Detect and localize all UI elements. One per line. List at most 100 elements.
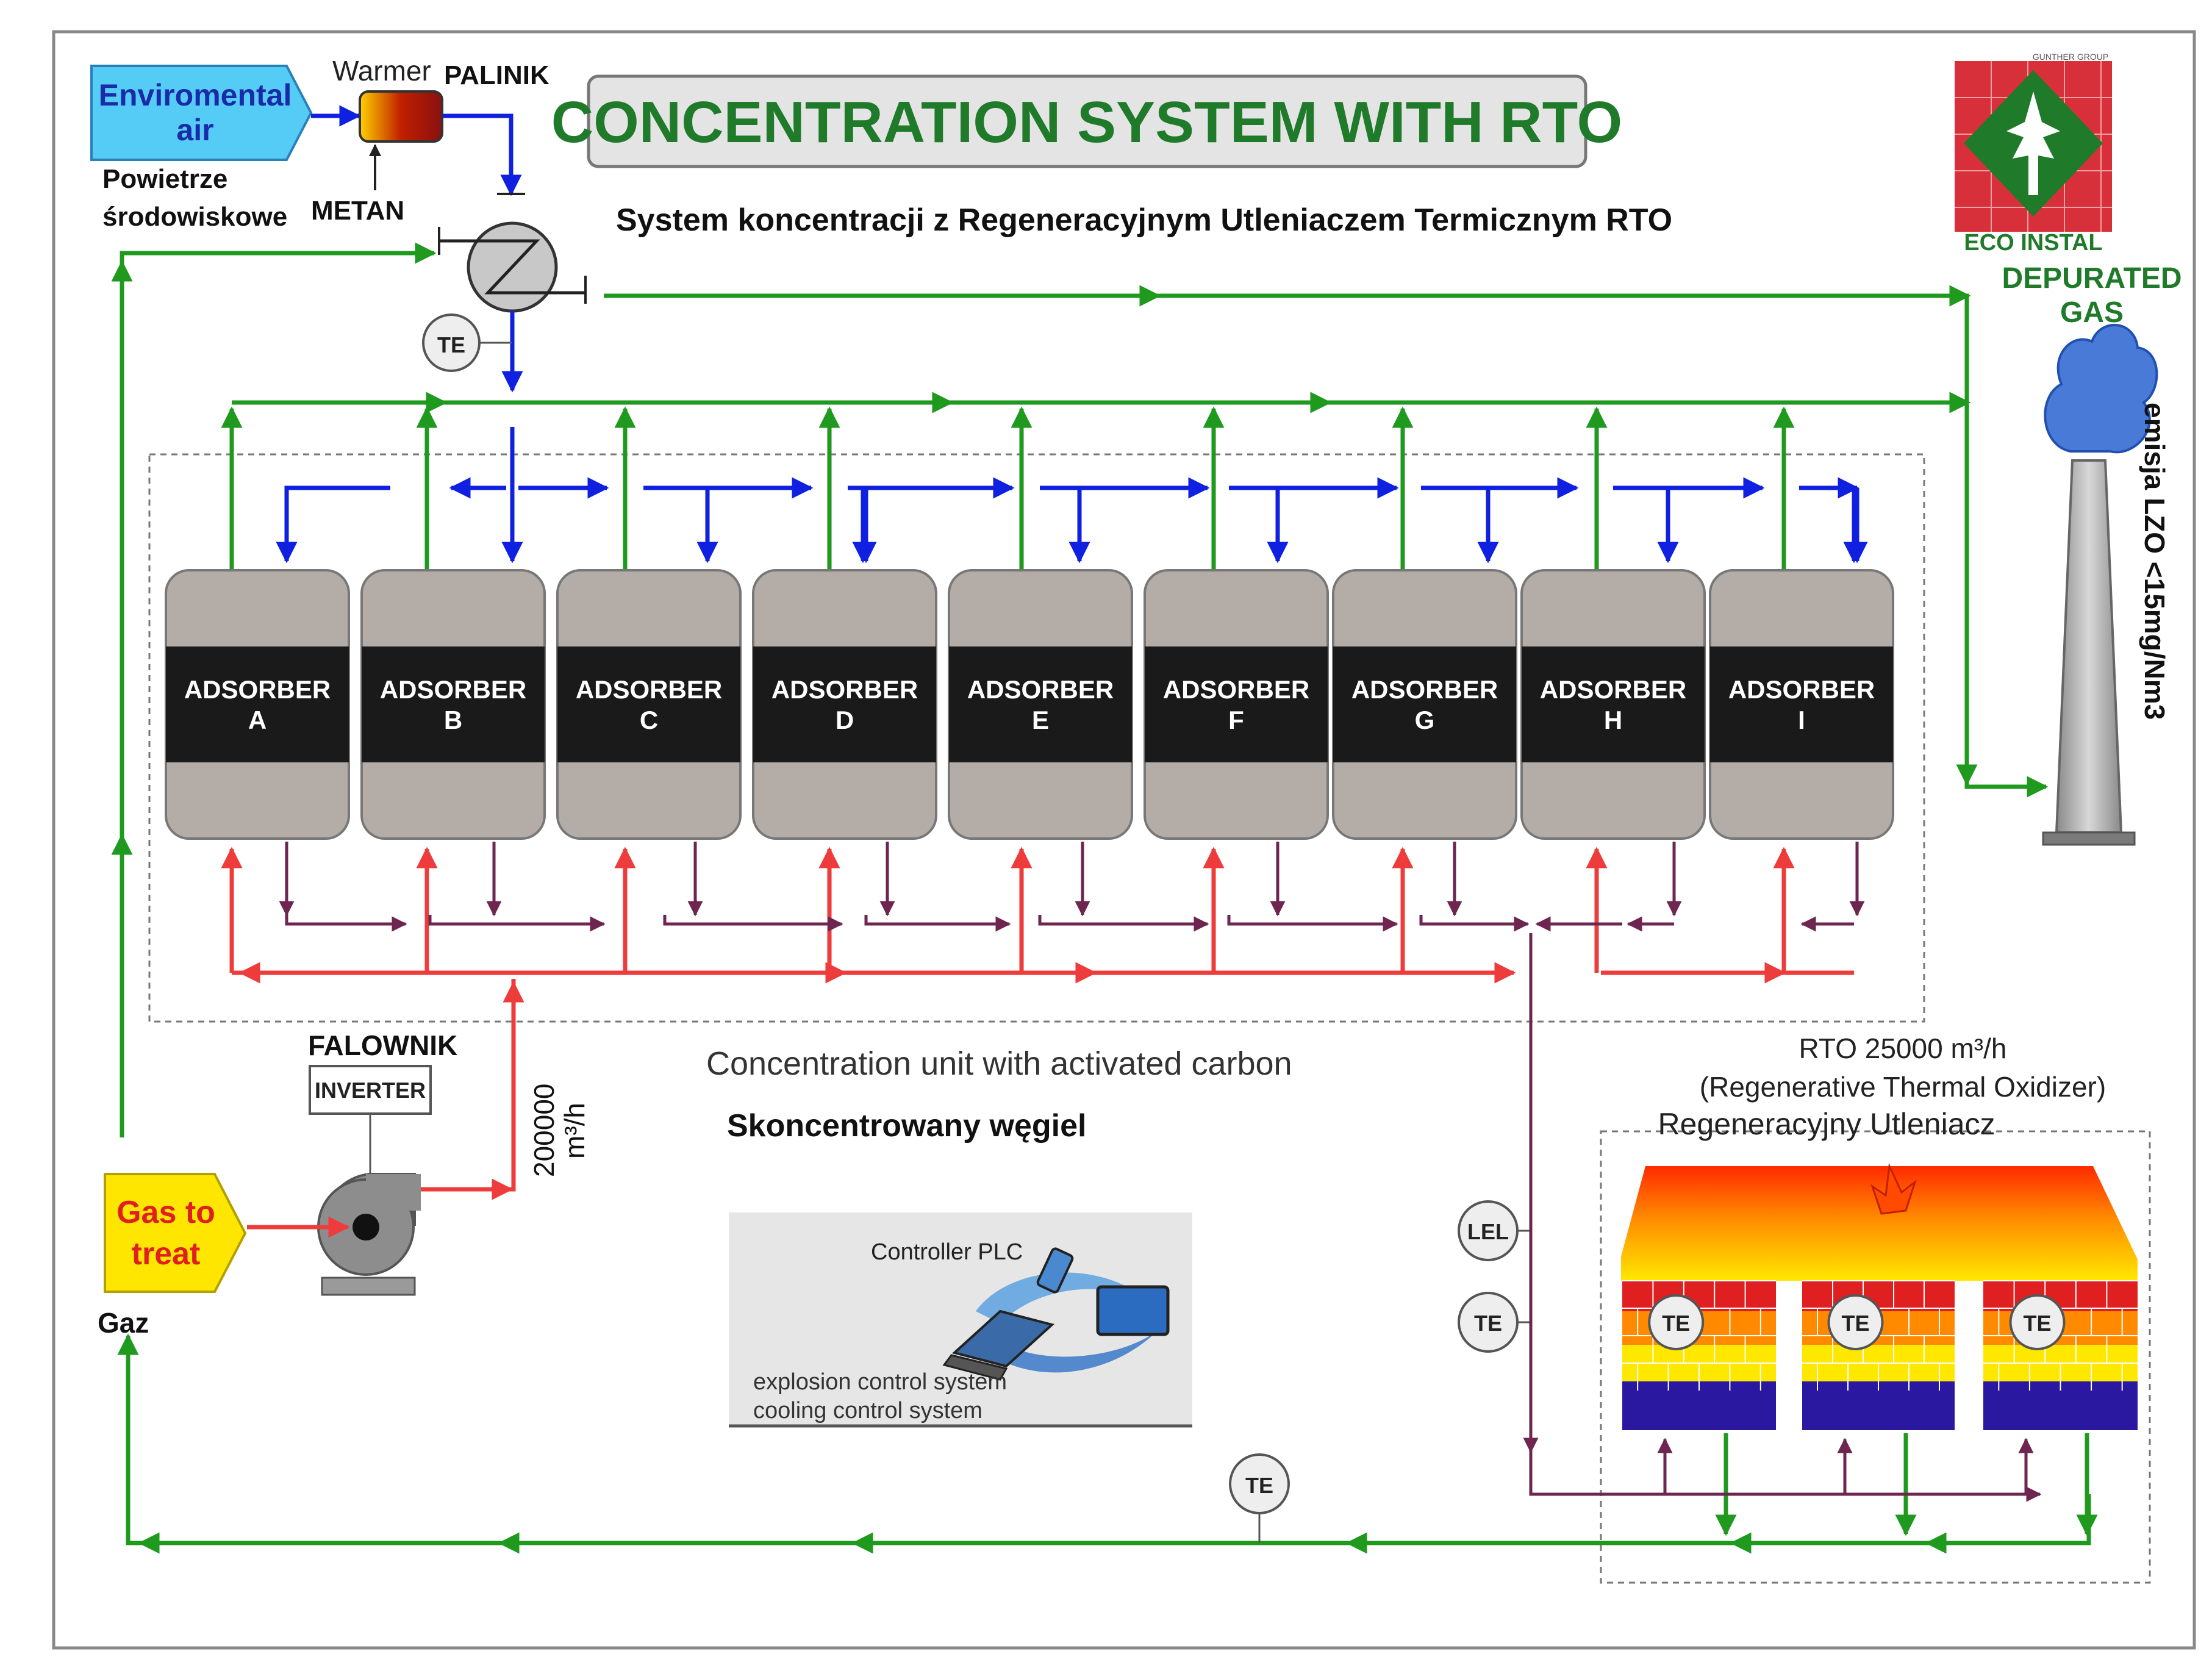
adsorber-label: ADSORBER — [967, 675, 1114, 704]
concentration-unit-box — [148, 453, 1925, 1023]
warmer-label: Warmer — [332, 55, 431, 87]
te-sensor-rto — [1648, 1294, 1705, 1350]
phone-icon — [1036, 1247, 1074, 1294]
purple-header-arrow — [1419, 915, 1530, 932]
rto-bed-1: TE — [1622, 1280, 1776, 1536]
adsorber-band — [1522, 646, 1705, 762]
adsorber-letter: F — [1228, 706, 1244, 734]
purple-header-arrow — [428, 915, 606, 932]
logo-name: ECO INSTAL — [1964, 230, 2102, 256]
logo-group-text: GUNTHER GROUP — [2033, 52, 2108, 62]
emission-label: emisja LZO <15mg/Nm3 — [2139, 403, 2171, 720]
rto-bed-red — [1983, 1281, 2138, 1311]
tree-icon — [2006, 91, 2060, 195]
env-air-label: Enviromental — [99, 78, 292, 112]
adsorber-label: ADSORBER — [380, 675, 526, 704]
rto-chamber — [1621, 1166, 2138, 1281]
purple-header-arrow — [1227, 915, 1398, 932]
rto-bed-3: TE — [1983, 1280, 2138, 1536]
rto-capacity-label: RTO 25000 m³/h — [1799, 1033, 2007, 1064]
title-banner — [587, 74, 1587, 168]
gas-to-treat-tag — [104, 1173, 247, 1293]
adsorber-letter: A — [248, 706, 267, 734]
adsorber-label: ADSORBER — [576, 675, 722, 704]
chimney-base — [2042, 831, 2136, 846]
adsorber-letter: C — [640, 706, 658, 734]
adsorber-label: ADSORBER — [771, 675, 918, 704]
lel-sensor-label: LEL — [1467, 1219, 1509, 1244]
red-purple-network — [221, 842, 1865, 1006]
heat-exchanger-coil — [439, 239, 585, 295]
adsorber-band — [1710, 646, 1893, 762]
rto-pl-label: Regeneracyjny Utleniacz — [1658, 1107, 1995, 1141]
plc-swirl — [976, 1272, 1147, 1323]
te-sensor-rto-label: TE — [1662, 1311, 1690, 1336]
inverter-box — [309, 1065, 432, 1115]
adsorber-letter: E — [1032, 706, 1049, 734]
adsorber-band — [1333, 646, 1516, 762]
te-sensor-label: TE — [1474, 1311, 1502, 1336]
depurated-gas-label: DEPURATED — [2002, 262, 2182, 295]
te-sensor-return-label: TE — [1245, 1473, 1273, 1498]
fan-base — [321, 1276, 416, 1296]
te-sensor-rto-label: TE — [1841, 1311, 1869, 1336]
adsorber-band — [557, 646, 740, 762]
adsorber-letter: B — [444, 706, 462, 734]
rto-type-label: (Regenerative Thermal Oxidizer) — [1700, 1071, 2106, 1103]
adsorber-letter: I — [1798, 706, 1805, 734]
rto-bed-red — [1622, 1281, 1776, 1311]
laptop-icon — [951, 1309, 1055, 1368]
rto-sensors: LEL TE — [1458, 1200, 1531, 1353]
flame-icon — [1870, 1162, 1917, 1215]
fan-to-adsorbers-arrow — [421, 981, 524, 1192]
burner-to-exchanger-arrow — [443, 113, 522, 196]
purple-header-arrow — [864, 915, 1011, 932]
adsorber-band — [949, 646, 1132, 762]
plc-line-1: explosion control system — [753, 1369, 1007, 1395]
adsorber-label: ADSORBER — [1351, 675, 1498, 704]
tablet-icon — [1096, 1285, 1170, 1336]
adsorber-row: ADSORBERAADSORBERBADSORBERCADSORBERDADSO… — [165, 569, 1894, 840]
gas-to-treat-label: Gas to — [116, 1195, 215, 1230]
te-sensor-rto-label: TE — [2024, 1311, 2052, 1336]
adsorber-band — [362, 646, 545, 762]
plc-title: Controller PLC — [871, 1239, 1023, 1265]
adsorber-band — [166, 646, 349, 762]
purple-header-arrow — [663, 915, 843, 932]
smoke-plume — [2044, 324, 2158, 454]
metan-label: METAN — [311, 196, 404, 226]
te-sensor-rto — [1827, 1294, 1884, 1350]
outer-frame — [52, 30, 2196, 1650]
rto-box — [1600, 1130, 2151, 1584]
flow-rate-label: 200000 — [528, 1084, 560, 1178]
blue-branch-a — [276, 485, 390, 564]
green-depurated-line — [604, 293, 2049, 798]
inverter-label: INVERTER — [315, 1078, 426, 1103]
adsorber-label: ADSORBER — [1540, 675, 1686, 704]
environmental-air-tag — [90, 65, 313, 161]
chimney-stack — [2055, 459, 2123, 834]
flow-rate-unit: m³/h — [559, 1103, 590, 1159]
purple-header-arrow — [1038, 915, 1209, 932]
subtitle-pl: System koncentracji z Regeneracyjnym Utl… — [616, 202, 1672, 238]
te-sensor-exchanger-label: TE — [437, 332, 465, 357]
adsorber-letter: H — [1604, 706, 1622, 734]
page-title: CONCENTRATION SYSTEM WITH RTO — [551, 90, 1622, 155]
gas-pl-label: Gaz — [98, 1307, 149, 1339]
purple-header-arrow — [285, 915, 407, 932]
env-air-label-2: air — [176, 113, 213, 147]
adsorber-band — [1145, 646, 1328, 762]
adsorber-band — [753, 646, 936, 762]
adsorber-label: ADSORBER — [184, 675, 331, 704]
env-air-pl-2: środowiskowe — [102, 202, 287, 232]
falownik-label: FALOWNIK — [308, 1029, 457, 1061]
